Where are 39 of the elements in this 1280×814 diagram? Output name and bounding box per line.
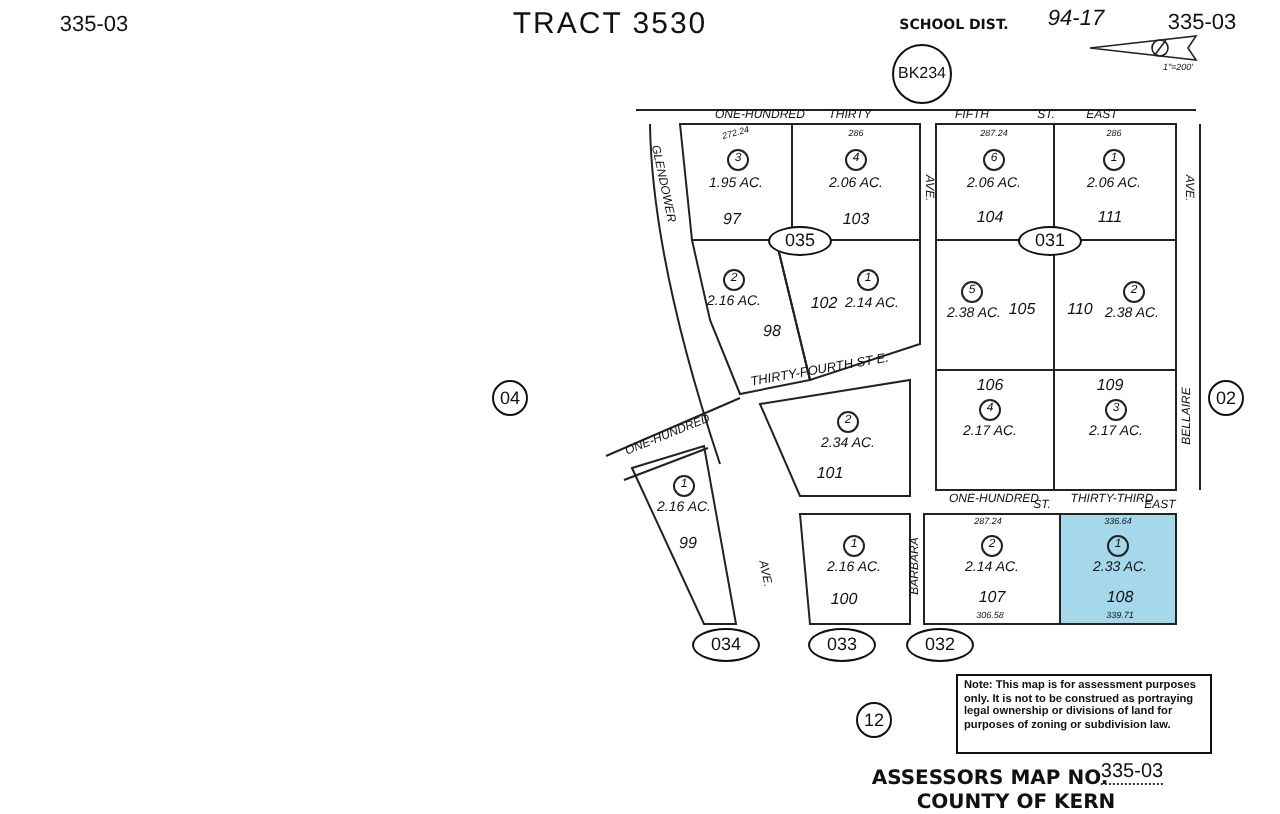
lot-number: 98: [763, 324, 781, 340]
lot-number: 107: [978, 590, 1006, 606]
map-number: 335-03: [1167, 13, 1237, 35]
block-number-circle: [692, 627, 760, 661]
block-number-circle: [808, 627, 876, 661]
lot-number: 106: [976, 378, 1004, 394]
lot-number: 104: [976, 210, 1004, 226]
block-number: 033: [826, 635, 858, 653]
block-number: 035: [784, 231, 816, 249]
lot-number: 97: [723, 212, 741, 228]
lot-number: 103: [842, 212, 870, 228]
block-number: 034: [710, 635, 742, 653]
block-number-circle: [768, 225, 832, 255]
block-number: 031: [1034, 231, 1066, 249]
lot-number: 110: [1067, 302, 1093, 318]
block-number: BK234: [897, 66, 947, 82]
map-number: 335-03: [59, 15, 129, 37]
map-title: TRACT 3530: [512, 9, 708, 39]
block-number-circle: [856, 702, 892, 738]
lot-number: 102: [810, 296, 838, 312]
lot-number: 99: [679, 536, 697, 552]
lot-number: 100: [830, 592, 858, 608]
block-number-circle: [892, 44, 952, 104]
school-district-number: 94-17: [1047, 9, 1105, 31]
county-label: COUNTY OF KERN: [916, 794, 1116, 814]
lot-number: 105: [1008, 302, 1036, 318]
block-number: 032: [924, 635, 956, 653]
note-box: [956, 674, 1212, 754]
lot-number: 111: [1097, 210, 1123, 226]
block-number: 12: [863, 711, 884, 729]
block-number-circle: [1018, 225, 1082, 255]
lot-number: 108: [1106, 590, 1134, 606]
block-number-circle: [906, 627, 974, 661]
lot-number: 101: [816, 466, 844, 482]
block-number-circle: [1208, 380, 1244, 416]
block-number: 04: [499, 389, 520, 407]
block-number: 02: [1215, 389, 1236, 407]
lot-number: 109: [1096, 378, 1124, 394]
block-number-circle: [492, 380, 528, 416]
